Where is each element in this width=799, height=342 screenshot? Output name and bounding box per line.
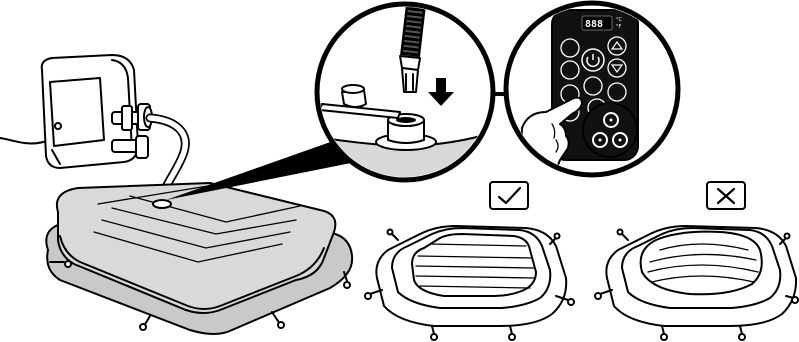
valve-magnifier <box>310 0 495 200</box>
unit-celsius: °C <box>616 17 623 23</box>
cover-incorrect-icon <box>595 226 798 340</box>
display-digits: 888 <box>585 19 603 30</box>
cover-correct-icon <box>365 226 574 340</box>
pump-unit-icon <box>42 55 152 168</box>
x-mark-icon <box>707 182 745 209</box>
spa-cover-icon <box>46 183 352 334</box>
check-mark-icon <box>490 182 528 209</box>
unit-fahrenheit: °F <box>616 24 622 30</box>
power-cord <box>0 138 50 143</box>
control-panel-magnifier: 888 °C °F <box>506 3 678 180</box>
magnify-pointer <box>166 140 356 200</box>
